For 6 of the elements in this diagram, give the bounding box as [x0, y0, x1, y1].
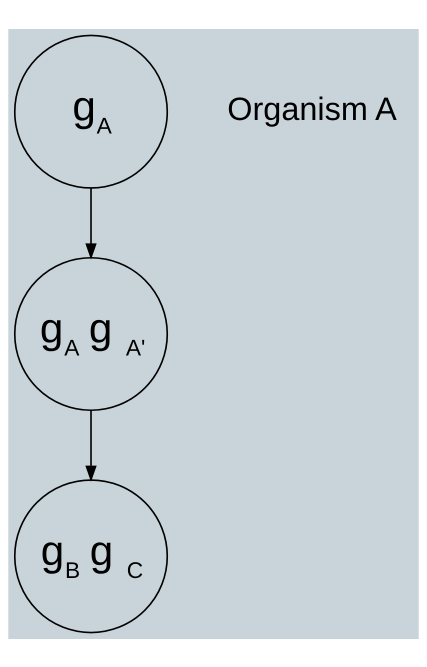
arrow — [85, 188, 97, 260]
node-circle: g$_{B}$ g$_{C}$ — [14, 478, 168, 633]
arrow — [85, 410, 97, 482]
node-circle: g$_{A}$ g$_{A'}$ — [14, 256, 168, 411]
node-circle: g$_{A}$ — [14, 34, 168, 188]
node-label: Organism A — [227, 90, 397, 126]
